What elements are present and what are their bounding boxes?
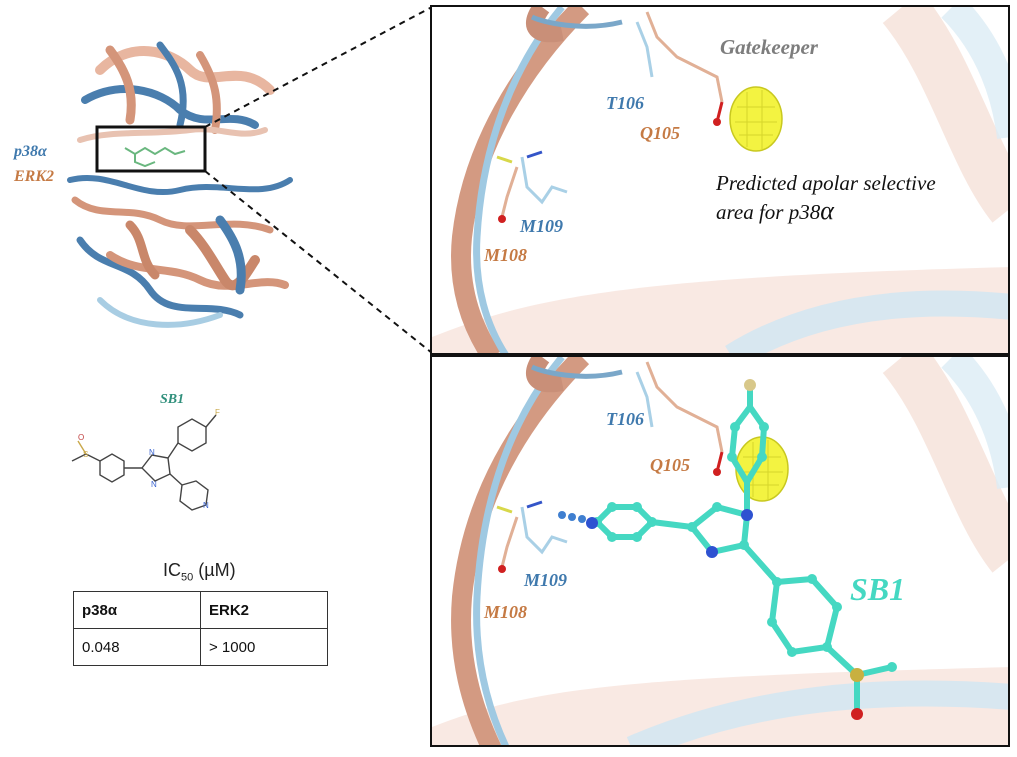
value-erk2: > 1000	[200, 628, 328, 666]
sb1-ligand-label: SB1	[850, 571, 906, 607]
svg-text:O: O	[78, 433, 84, 442]
header-erk2: ERK2	[200, 591, 328, 629]
table-header-row: p38α ERK2	[73, 591, 328, 629]
compound-name-label: SB1	[160, 392, 185, 407]
svg-text:F: F	[215, 408, 220, 417]
residue-t106-label: T106	[606, 409, 644, 429]
value-p38: 0.048	[73, 628, 201, 666]
label-erk2: ERK2	[14, 168, 55, 185]
residue-q105-label: Q105	[650, 455, 690, 475]
gatekeeper-label: Gatekeeper	[720, 35, 818, 59]
top-panel-render	[432, 7, 1008, 353]
hydrogen-bond-dots	[558, 511, 586, 523]
svg-text:N: N	[149, 448, 155, 457]
svg-text:N: N	[203, 501, 209, 510]
header-p38: p38α	[73, 591, 201, 629]
svg-text:N: N	[151, 480, 157, 489]
label-p38-alpha: p38α	[14, 143, 47, 160]
ic50-table: p38α ERK2 0.048 > 1000	[73, 591, 328, 666]
residue-m109-label: M109	[524, 570, 568, 590]
ic50-title: IC50 (µM)	[163, 560, 236, 584]
bottom-panel-render	[432, 357, 1008, 745]
bottom-binding-site-panel: T106 Q105 M109 M108 SB1	[430, 355, 1010, 747]
residue-t106-label: T106	[606, 93, 644, 113]
apolar-region-blob	[729, 86, 783, 152]
residue-m108-label: M108	[484, 245, 528, 265]
residue-m108-label: M108	[484, 602, 528, 622]
svg-text:S: S	[83, 450, 88, 459]
protein-overview-image	[67, 41, 293, 328]
table-row: 0.048 > 1000	[73, 628, 328, 666]
top-binding-site-panel: Gatekeeper T106 Q105 M109 M108 Predicted…	[430, 5, 1010, 355]
residue-m109-label: M109	[520, 216, 564, 236]
apolar-area-note: Predicted apolar selective area for p38α	[716, 171, 936, 225]
residue-q105-label: Q105	[640, 123, 680, 143]
sb1-chemical-structure: O S N N N F	[71, 408, 220, 511]
